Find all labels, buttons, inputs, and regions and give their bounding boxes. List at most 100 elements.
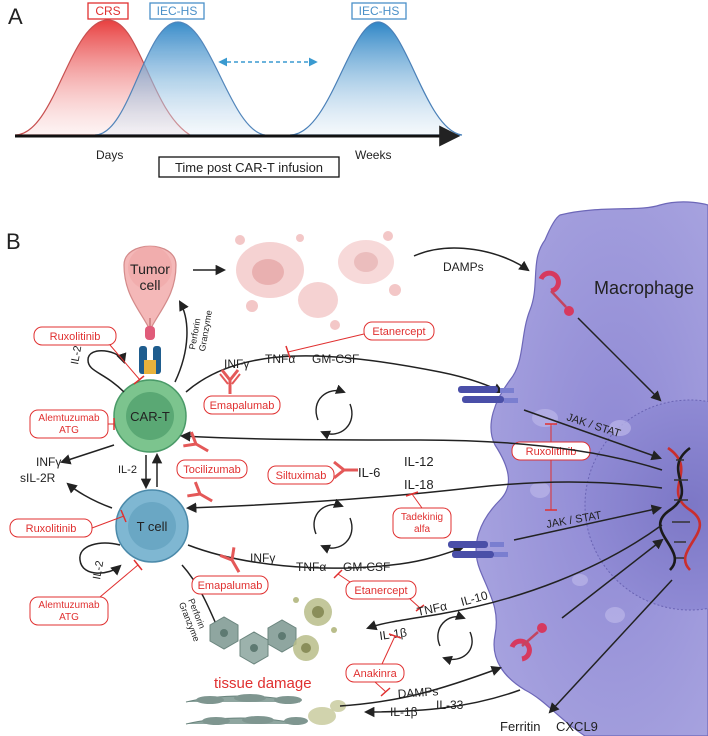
ruxolitinib-1-label: Ruxolitinib [50, 331, 101, 343]
antibody-icon [219, 547, 241, 573]
inhibit-bar [405, 491, 419, 497]
emapalumab-2-box [191, 575, 269, 595]
dna-icon [658, 446, 702, 571]
macrophage-il1-out-arrow [363, 689, 521, 718]
damps-arrow [413, 247, 530, 272]
car-t-to-infg-arrow [60, 444, 115, 465]
damps-bottom-label: DAMPs [397, 684, 439, 701]
iec-early-label-box [149, 2, 205, 20]
ruxolitinib-2-inhibit [91, 515, 125, 529]
sil2r-label: sIL-2R [20, 471, 56, 485]
tumor-cell-label-line1: Tumor [130, 261, 170, 277]
antigen-icon [145, 326, 155, 340]
cxcl9-label: CXCL9 [556, 719, 598, 734]
il2-tcell-label: IL-2 [91, 560, 106, 581]
macrophage-to-t-cell-arrow [185, 481, 663, 513]
vacuole [572, 574, 588, 586]
tumor-cell-label-line2: cell [139, 277, 160, 293]
perforin-bottom-label: PerforinGranzyme [177, 597, 211, 643]
etanercept-2-inhibit-down [409, 598, 421, 609]
anakinra-inhibit-up [381, 635, 396, 665]
anakinra-label: Anakinra [353, 668, 397, 680]
tissue-damps-arrow [339, 665, 502, 707]
etanercept-1-inhibit [287, 333, 365, 353]
tumor-cell [123, 245, 177, 332]
t-cell-label: T cell [137, 519, 168, 534]
etanercept-1-box [363, 321, 435, 341]
il2-mid-label: IL-2 [118, 464, 137, 476]
emapalumab-1-box [203, 395, 281, 415]
antibody-icon [219, 369, 241, 394]
t-cell-to-sil2r-arrow [66, 482, 113, 509]
car-receptor-icon [139, 346, 161, 374]
il10-label: IL-10 [459, 588, 489, 609]
vacuole [609, 420, 631, 436]
infg-left-label: INFγ [36, 455, 61, 469]
tissue-epithelium [185, 694, 346, 725]
panel-a-label: A [8, 4, 23, 29]
car-t-label: CAR-T [130, 409, 170, 424]
cycle-arrows-top [315, 384, 353, 440]
gmcsf-mid-label: GM-CSF [343, 560, 390, 574]
inhibit-bar [120, 509, 127, 523]
il33-label: IL-33 [436, 698, 464, 712]
emapalumab-2-label: Emapalumab [198, 580, 263, 592]
il18-label: IL-18 [404, 477, 434, 492]
crs-label-box [87, 2, 129, 20]
vacuole [605, 607, 625, 623]
panel-b-label: B [6, 229, 21, 254]
days-label: Days [96, 148, 123, 162]
tnfa-mid-label: TNFα [296, 560, 326, 574]
emapalumab-1-label: Emapalumab [210, 400, 275, 412]
infg-mid-label: INFγ [250, 551, 275, 565]
macrophage-to-car-t-arrow [179, 431, 663, 471]
tlr-receptor-bottom-icon [509, 623, 547, 662]
macrophage-cytokines-out-arrow [366, 524, 663, 631]
crs-label: CRS [95, 4, 120, 18]
ruxolitinib-2-label: Ruxolitinib [26, 523, 77, 535]
tocilizumab-label: Tocilizumab [183, 464, 240, 476]
il12-label: IL-12 [404, 454, 434, 469]
tlr-receptor-icon [538, 270, 574, 316]
siltuximab-box [267, 465, 335, 485]
gmcsf-top-label: GM-CSF [312, 352, 359, 366]
iec-early-label: IEC-HS [157, 4, 198, 18]
siltuximab-label: Siltuximab [276, 470, 327, 482]
vacuole [530, 482, 550, 498]
jak-stat-bottom-arrow [513, 504, 663, 541]
etanercept-2-label: Etanercept [354, 585, 407, 597]
damaged-cells [293, 597, 337, 661]
iec-late-label: IEC-HS [359, 4, 400, 18]
tnfa-top-label: TNFα [265, 352, 295, 366]
inhibit-bar [333, 569, 343, 579]
inhibit-bar [133, 375, 145, 385]
antibody-icon [187, 481, 213, 503]
ruxolitinib-1-box [33, 326, 117, 346]
il1b-bottom-label: IL-1β [390, 705, 418, 719]
tissue-damage-label: tissue damage [214, 675, 312, 692]
macrophage-label: Macrophage [594, 278, 694, 298]
tadekinig-box [392, 507, 452, 539]
damps-top-label: DAMPs [443, 260, 484, 274]
il2-autocrine-loop [87, 350, 127, 393]
axis-title: Time post CAR-T infusion [175, 160, 323, 175]
ferritin-arrow [548, 579, 673, 714]
iec-late-label-box [351, 2, 407, 20]
il2-car-label: IL-2 [69, 345, 84, 366]
weeks-label: Weeks [355, 148, 391, 162]
cytokine-receptor-bottom-icon [448, 541, 508, 558]
iec-early-curve [94, 21, 266, 136]
cytokine-receptor-top-icon [458, 386, 518, 403]
iec-late-curve [289, 21, 463, 136]
inhibit-bar [388, 633, 402, 639]
antibody-icon [183, 431, 209, 453]
receptor-to-nucleus-arrow [577, 317, 662, 402]
inhibit-bar [415, 604, 425, 612]
inhibit-bar [285, 345, 291, 359]
antibody-icon [333, 460, 358, 480]
etanercept-1-label: Etanercept [372, 326, 425, 338]
